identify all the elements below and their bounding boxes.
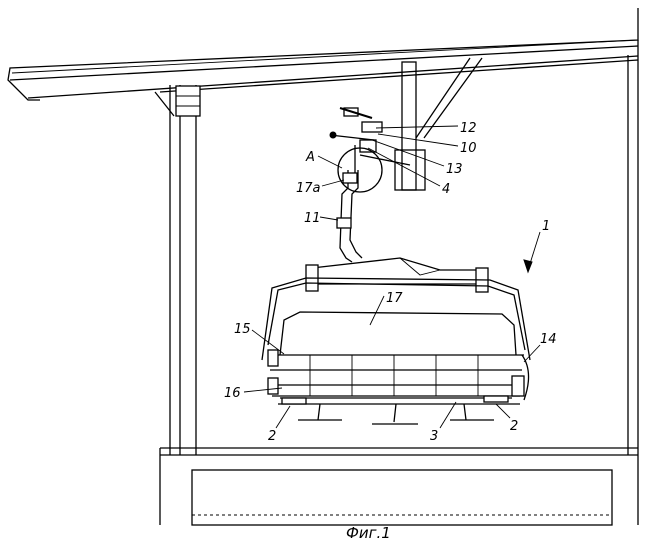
support-column [155,85,200,455]
leader-lines [244,126,540,428]
label-2-left: 2 [268,429,276,444]
label-17: 17 [386,291,403,306]
right-wall [628,40,638,525]
footrest [280,396,512,424]
label-13: 13 [446,162,463,177]
label-16: 16 [224,386,241,401]
detail-circle-A [338,148,382,192]
label-1: 1 [542,219,550,234]
hanger-arm [337,170,362,262]
label-3: 3 [430,429,438,444]
label-10: 10 [460,141,477,156]
label-17a: 17a [296,181,321,196]
platform [160,448,638,525]
figure-caption: Фиг.1 [346,524,391,542]
label-12: 12 [460,121,477,136]
label-4: 4 [442,182,450,197]
label-15: 15 [234,322,251,337]
label-14: 14 [540,332,557,347]
label-A: A [305,150,315,165]
label-2-right: 2 [510,419,518,434]
chair-top-frame [306,258,488,292]
label-11: 11 [304,211,321,226]
roof [8,8,638,100]
